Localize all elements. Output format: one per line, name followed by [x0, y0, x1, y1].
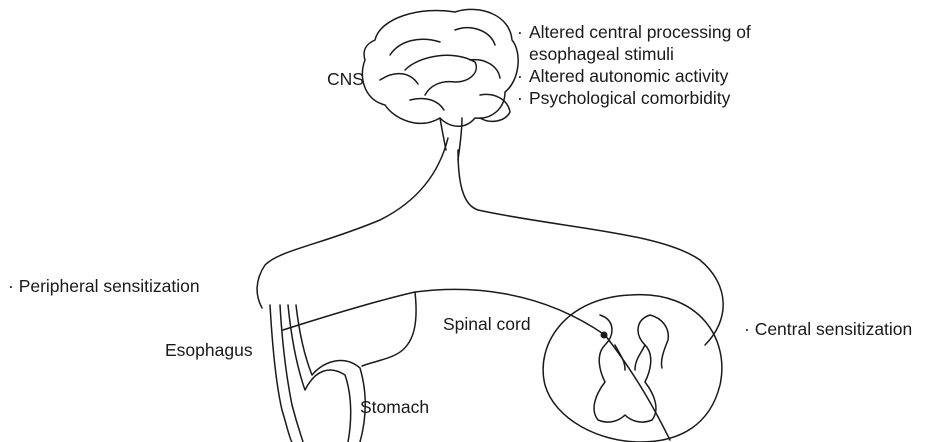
bullet-dot: · — [517, 87, 529, 109]
cns-effect-text: Psychological comorbidity — [529, 87, 730, 109]
cns-effects-list: · Altered central processing of esophage… — [517, 21, 751, 109]
cns-effect-item: · Altered autonomic activity — [517, 65, 751, 87]
bullet-dot: · — [517, 21, 529, 65]
cns-effect-text: Altered autonomic activity — [529, 65, 728, 87]
brain-illustration — [362, 9, 518, 160]
spinal-cord-label: Spinal cord — [443, 313, 531, 335]
stomach-label: Stomach — [360, 396, 429, 418]
central-sensitization-label: · Central sensitization — [744, 318, 912, 340]
peripheral-sensitization-label: · Peripheral sensitization — [8, 275, 200, 297]
spinal-cord-illustration — [543, 295, 722, 442]
synapse-dot — [601, 332, 608, 339]
cns-effect-item: · Psychological comorbidity — [517, 87, 751, 109]
cns-label: CNS — [327, 68, 364, 90]
esophagus-label: Esophagus — [165, 339, 253, 361]
cns-effect-item: · Altered central processing of esophage… — [517, 21, 751, 65]
cns-effect-text: Altered central processing of esophageal… — [529, 21, 751, 65]
esophagus-stomach-illustration — [270, 305, 365, 442]
bullet-dot: · — [517, 65, 529, 87]
